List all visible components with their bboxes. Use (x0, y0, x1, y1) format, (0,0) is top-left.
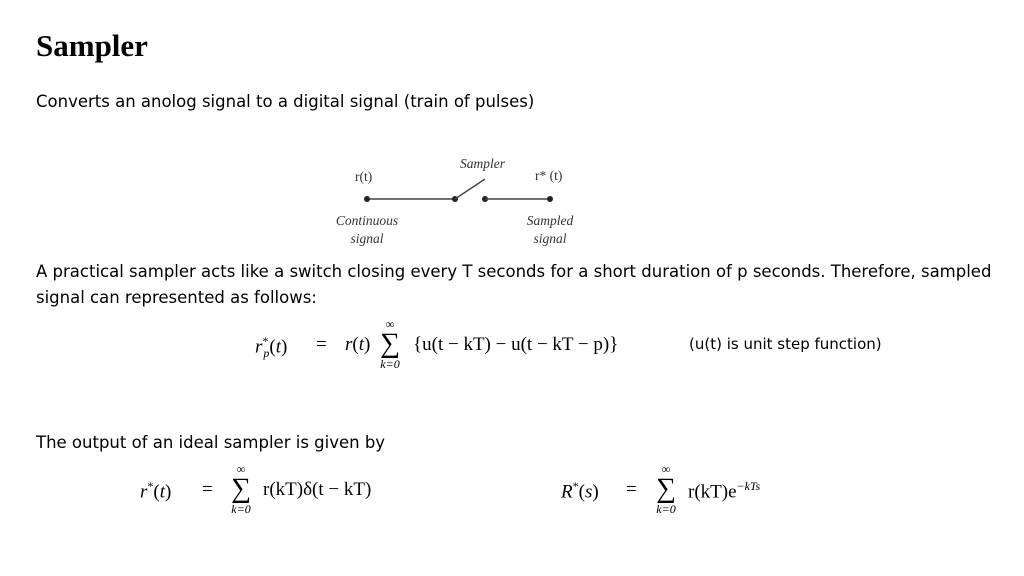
output-node (547, 196, 553, 202)
sigma-symbol: ∑ (231, 473, 251, 504)
slide-title: Sampler (36, 28, 148, 63)
sum-upper-limit: ∞ (385, 317, 395, 331)
sampled-caption: Sampled (527, 213, 574, 228)
input-node (364, 196, 370, 202)
sampled-caption-2: signal (533, 231, 566, 246)
practical-eq-equals: = (316, 334, 327, 355)
continuous-caption: Continuous (336, 213, 398, 228)
sum-upper-limit: ∞ (236, 462, 246, 476)
laplace-summation: ∞ ∑ k=0 (656, 463, 676, 515)
sum-lower-limit: k=0 (380, 357, 400, 371)
continuous-caption-2: signal (350, 231, 383, 246)
practical-sampler-text: A practical sampler acts like a switch c… (36, 262, 992, 307)
laplace-eq-lhs: R*(s) (561, 479, 599, 503)
practical-eq-lhs: r*p(t) (255, 334, 288, 361)
practical-eq-body: {u(t − kT) − u(t − kT − p)} (413, 334, 619, 355)
laplace-eq-equals: = (626, 479, 637, 500)
sigma-symbol: ∑ (656, 473, 676, 504)
output-label: r* (t) (535, 168, 562, 183)
sigma-symbol: ∑ (380, 328, 400, 359)
input-label: r(t) (355, 169, 372, 184)
switch-label: Sampler (460, 156, 506, 171)
sum-lower-limit: k=0 (231, 502, 251, 516)
ideal-sampler-text: The output of an ideal sampler is given … (36, 433, 386, 452)
unit-step-note: (u(t) is unit step function) (689, 335, 882, 353)
sum-lower-limit: k=0 (656, 502, 676, 516)
intro-text: Converts an anolog signal to a digital s… (36, 92, 535, 111)
ideal-eq-equals: = (202, 479, 213, 500)
practical-summation: ∞ ∑ k=0 (380, 318, 400, 370)
ideal-summation: ∞ ∑ k=0 (231, 463, 251, 515)
practical-eq-prefix: r(t) (345, 334, 371, 355)
ideal-eq-lhs: r*(t) (140, 479, 172, 503)
sum-upper-limit: ∞ (661, 462, 671, 476)
ideal-eq-body: r(kT)δ(t − kT) (263, 479, 372, 500)
switch-arm (454, 178, 486, 200)
sampler-diagram: r(t) Sampler r* (t) Continuous signal Sa… (336, 156, 574, 246)
laplace-eq-exponent: −kTs (736, 479, 761, 493)
laplace-eq-body: r(kT)e−kTs (688, 479, 760, 503)
laplace-eq-base: r(kT)e (688, 481, 737, 503)
